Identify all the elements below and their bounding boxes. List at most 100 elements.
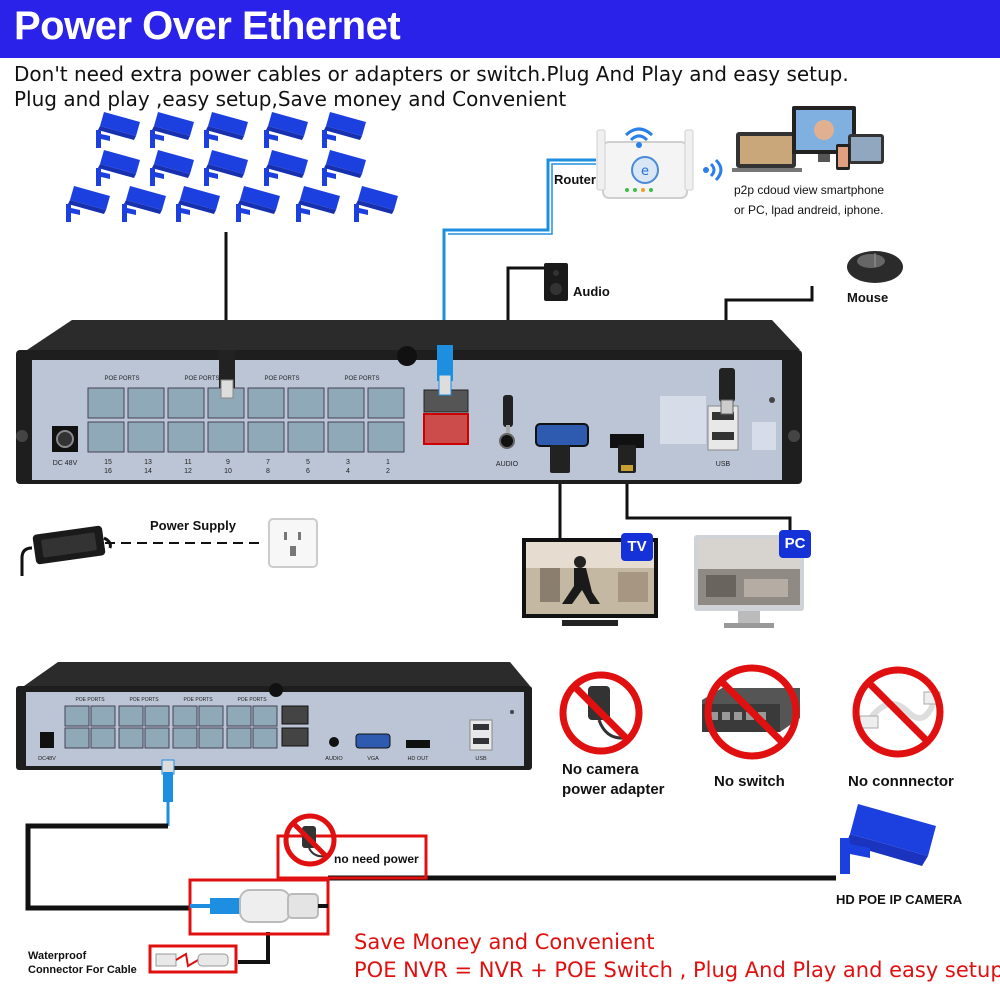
poe-port[interactable] (247, 387, 285, 419)
no-connector-label: No connnector (848, 773, 954, 790)
poe-ports-label: POE PORTS (105, 376, 140, 382)
port-number: 5 (306, 459, 310, 466)
power-adapter-icon (20, 525, 112, 576)
waterproof-label-1: Waterproof (28, 950, 87, 962)
poe-port[interactable] (90, 727, 116, 749)
poe-port[interactable] (198, 727, 224, 749)
mouse-label: Mouse (847, 290, 889, 305)
no-adapter-label-2: power adapter (562, 781, 665, 798)
port-number: 8 (266, 468, 270, 475)
wall-socket-icon (268, 518, 318, 568)
poe-ports-label: POE PORTS (237, 697, 267, 703)
poe-ports-label: POE PORTS (265, 376, 300, 382)
cloud-label-2: or PC, lpad andreid, iphone. (734, 203, 884, 217)
poe-ports-label: POE PORTS (129, 697, 159, 703)
port-number: 1 (386, 459, 390, 466)
audio-label: Audio (573, 284, 610, 299)
no-switch-icon (702, 664, 800, 760)
audio-port-label: AUDIO (325, 756, 343, 762)
poe-port[interactable] (287, 421, 325, 453)
poe-port[interactable] (207, 421, 245, 453)
poe-port[interactable] (327, 387, 365, 419)
wifi-icon (624, 127, 654, 148)
port-number: 12 (184, 468, 192, 475)
poe-port[interactable] (247, 421, 285, 453)
camera-label: HD POE IP CAMERA (836, 892, 963, 907)
audio-port-label: AUDIO (496, 461, 519, 468)
waterproof-connector-icon (190, 889, 328, 923)
no-switch-label: No switch (714, 773, 785, 790)
hdmi-plug-icon (618, 445, 636, 473)
small-connector-icon (155, 952, 229, 968)
camera-icon (236, 186, 280, 222)
no-connector-icon (852, 666, 944, 758)
port-number: 15 (104, 459, 112, 466)
poe-ports-label: POE PORTS (185, 376, 220, 382)
port-number: 14 (144, 468, 152, 475)
poe-port[interactable] (144, 705, 170, 727)
camera-icon (66, 186, 110, 222)
footer-line-2: POE NVR = NVR + POE Switch , Plug And Pl… (354, 958, 1000, 982)
camera-icon (150, 112, 194, 148)
poe-port[interactable] (127, 387, 165, 419)
nvr-rear-panel-top: POE PORTS POE PORTS POE PORTS POE PORTS 15 1 3… (16, 320, 802, 484)
page-title: Power Over Ethernet (14, 4, 401, 48)
poe-port[interactable] (167, 421, 205, 453)
hdout-port-label: HD OUT (407, 756, 429, 762)
poe-port[interactable] (118, 727, 144, 749)
poe-port[interactable] (367, 387, 405, 419)
poe-port[interactable] (127, 421, 165, 453)
poe-port[interactable] (172, 705, 198, 727)
devices-icon (732, 106, 884, 172)
poe-port[interactable] (252, 727, 278, 749)
usb-port-label: USB (475, 756, 487, 762)
camera-icon (322, 150, 366, 186)
header-banner: Power Over Ethernet (0, 0, 1000, 58)
poe-port[interactable] (226, 727, 252, 749)
poe-port[interactable] (198, 705, 224, 727)
poe-port[interactable] (118, 705, 144, 727)
port-number: 4 (346, 468, 350, 475)
poe-port[interactable] (226, 705, 252, 727)
poe-port[interactable] (287, 387, 325, 419)
power-supply-label: Power Supply (150, 518, 236, 533)
dc-label: DC 48V (53, 460, 78, 467)
cloud-label-1: p2p cdoud view smartphone (734, 183, 885, 197)
vga-plug-icon (550, 445, 570, 473)
waterproof-label-2: Connector For Cable (28, 964, 137, 976)
poe-port[interactable] (87, 421, 125, 453)
poe-port[interactable] (367, 421, 405, 453)
poe-port[interactable] (87, 387, 125, 419)
poe-port[interactable] (167, 387, 205, 419)
poe-ports-label: POE PORTS (183, 697, 213, 703)
no-need-power-label: no need power (334, 852, 419, 866)
rj45-plug-icon (219, 350, 235, 399)
no-adapter-label-1: No camera (562, 761, 639, 778)
poe-ports-label: POE PORTS (75, 697, 105, 703)
port-number: 16 (104, 468, 112, 475)
camera-silhouette-icon (840, 804, 936, 874)
poe-port[interactable] (252, 705, 278, 727)
poe-port[interactable] (64, 727, 90, 749)
camera-icon (96, 150, 140, 186)
no-camera-adapter-icon (559, 671, 643, 755)
wifi-icon (703, 158, 723, 182)
poe-port[interactable] (327, 421, 365, 453)
port-number: 3 (346, 459, 350, 466)
camera-icon (264, 150, 308, 186)
footer-line-1: Save Money and Convenient (354, 930, 655, 954)
port-number: 2 (386, 468, 390, 475)
poe-port[interactable] (64, 705, 90, 727)
no-power-icon (283, 813, 337, 867)
camera-icon (122, 186, 166, 222)
camera-icon (204, 150, 248, 186)
svg-text:e: e (641, 164, 649, 179)
poe-ports-label: POE PORTS (345, 376, 380, 382)
poe-port[interactable] (144, 727, 170, 749)
poe-port[interactable] (90, 705, 116, 727)
poe-port[interactable] (172, 727, 198, 749)
speaker-icon (544, 263, 568, 301)
no-adapter-label: No camera power adapter (562, 760, 665, 800)
port-number: 9 (226, 459, 230, 466)
